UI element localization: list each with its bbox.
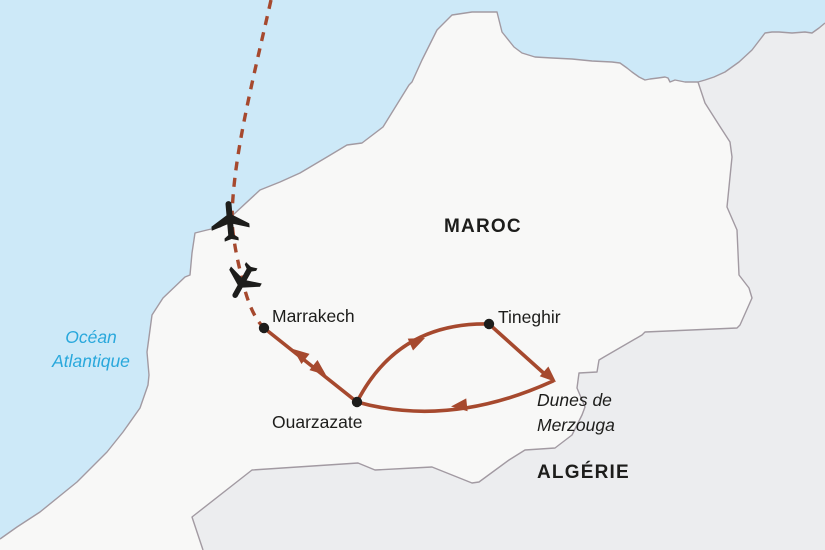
merzouga-label-line1: Dunes de [537,390,612,410]
route-arrow-to-ouarzazate-icon [309,359,326,375]
airplane-north-icon [211,201,250,242]
marrakech-marker [258,322,270,334]
route-arrow-return-west-icon [451,398,468,412]
route-arrow-to-tineghir-icon [407,338,425,351]
country-label-maroc: MAROC [444,216,522,237]
route-arrow-to-merzouga-icon [539,366,556,382]
merzouga-label-line2: Merzouga [537,415,615,435]
city-markers [258,318,495,408]
country-label-algerie: ALGÉRIE [537,462,630,483]
ouarzazate-marker [351,396,363,408]
route-arrows [293,338,556,412]
algeria-area [192,23,825,550]
ocean-label-line1: Océan [65,327,117,347]
place-label-marrakech: Marrakech [272,306,355,326]
place-label-tineghir: Tineghir [498,307,561,327]
tineghir-marker [483,318,495,330]
place-label-ouarzazate: Ouarzazate [272,412,363,432]
place-label-merzouga: Dunes de Merzouga [537,388,615,438]
route-merzouga-ouarzazate [355,379,555,414]
airplanes [211,201,262,298]
morocco-algeria-border [191,81,753,550]
ocean-label: Océan Atlantique [21,325,161,373]
airplane-southwest-icon [229,262,262,298]
route-arrow-to-marrakech-icon [293,349,310,365]
ocean-label-line2: Atlantique [52,351,130,371]
route-marrakech-ouarzazate [262,326,359,404]
route-tineghir-merzouga [487,322,550,379]
coastline [0,11,825,540]
